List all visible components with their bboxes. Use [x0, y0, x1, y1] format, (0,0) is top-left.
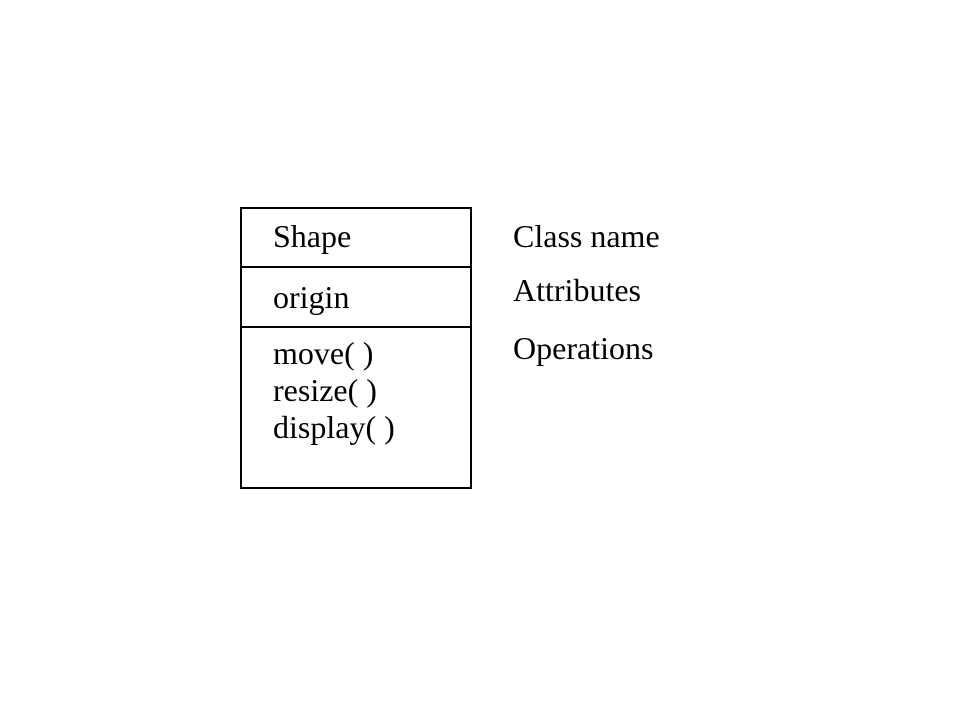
- class-name-compartment: Shape: [242, 209, 470, 268]
- annotation-class-name: Class name: [513, 218, 660, 254]
- operation-text: resize( ): [273, 372, 377, 408]
- attribute-text: origin: [273, 279, 350, 315]
- annotation-attributes: Attributes: [513, 272, 641, 308]
- class-name-text: Shape: [273, 218, 352, 254]
- operation-text: display( ): [273, 409, 395, 445]
- uml-class-box: Shape origin move( ) resize( ) display( …: [240, 207, 472, 489]
- operations-compartment: move( ) resize( ) display( ): [242, 328, 470, 487]
- annotation-operations: Operations: [513, 330, 654, 366]
- operation-text: move( ): [273, 335, 374, 371]
- attributes-compartment: origin: [242, 268, 470, 328]
